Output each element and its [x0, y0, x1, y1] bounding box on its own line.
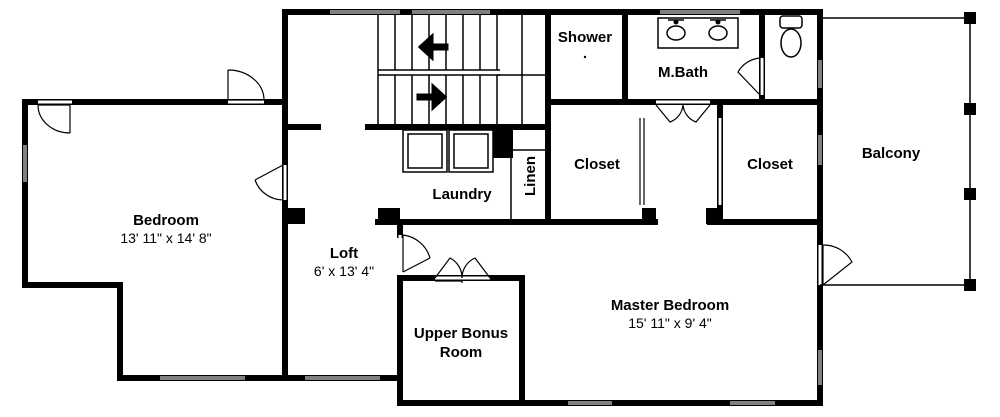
bath-fixtures — [583, 15, 803, 59]
sink-left-icon — [666, 25, 686, 41]
doors — [37, 57, 853, 286]
linen-label: Linen — [522, 156, 539, 196]
upper-bonus-room-label-line2: Room — [440, 344, 483, 361]
shower-label: Shower — [558, 29, 612, 46]
balcony-railing — [820, 12, 976, 291]
loft-dimensions: 6' x 13' 4" — [314, 263, 374, 279]
toilet-icon — [779, 15, 803, 58]
stair-down-arrow-icon — [416, 82, 448, 112]
loft-label: Loft — [330, 245, 358, 262]
master-bath-label: M.Bath — [658, 64, 708, 81]
closet-left-label: Closet — [574, 156, 620, 173]
bedroom-label: Bedroom — [133, 212, 199, 229]
upper-bonus-room-label-line1: Upper Bonus — [414, 325, 508, 342]
balcony-label: Balcony — [862, 145, 921, 162]
bedroom-dimensions: 13' 11" x 14' 8" — [120, 230, 211, 246]
laundry-appliances — [402, 129, 546, 219]
wall-posts — [285, 130, 720, 224]
master-bedroom-label: Master Bedroom — [611, 297, 729, 314]
closet-right-label: Closet — [747, 156, 793, 173]
laundry-label: Laundry — [432, 186, 492, 203]
stair-up-arrow-icon — [417, 32, 449, 62]
master-bedroom-dimensions: 15' 11" x 9' 4" — [628, 315, 712, 331]
windows — [23, 10, 822, 405]
sink-right-icon — [708, 25, 728, 41]
staircase — [377, 15, 545, 125]
